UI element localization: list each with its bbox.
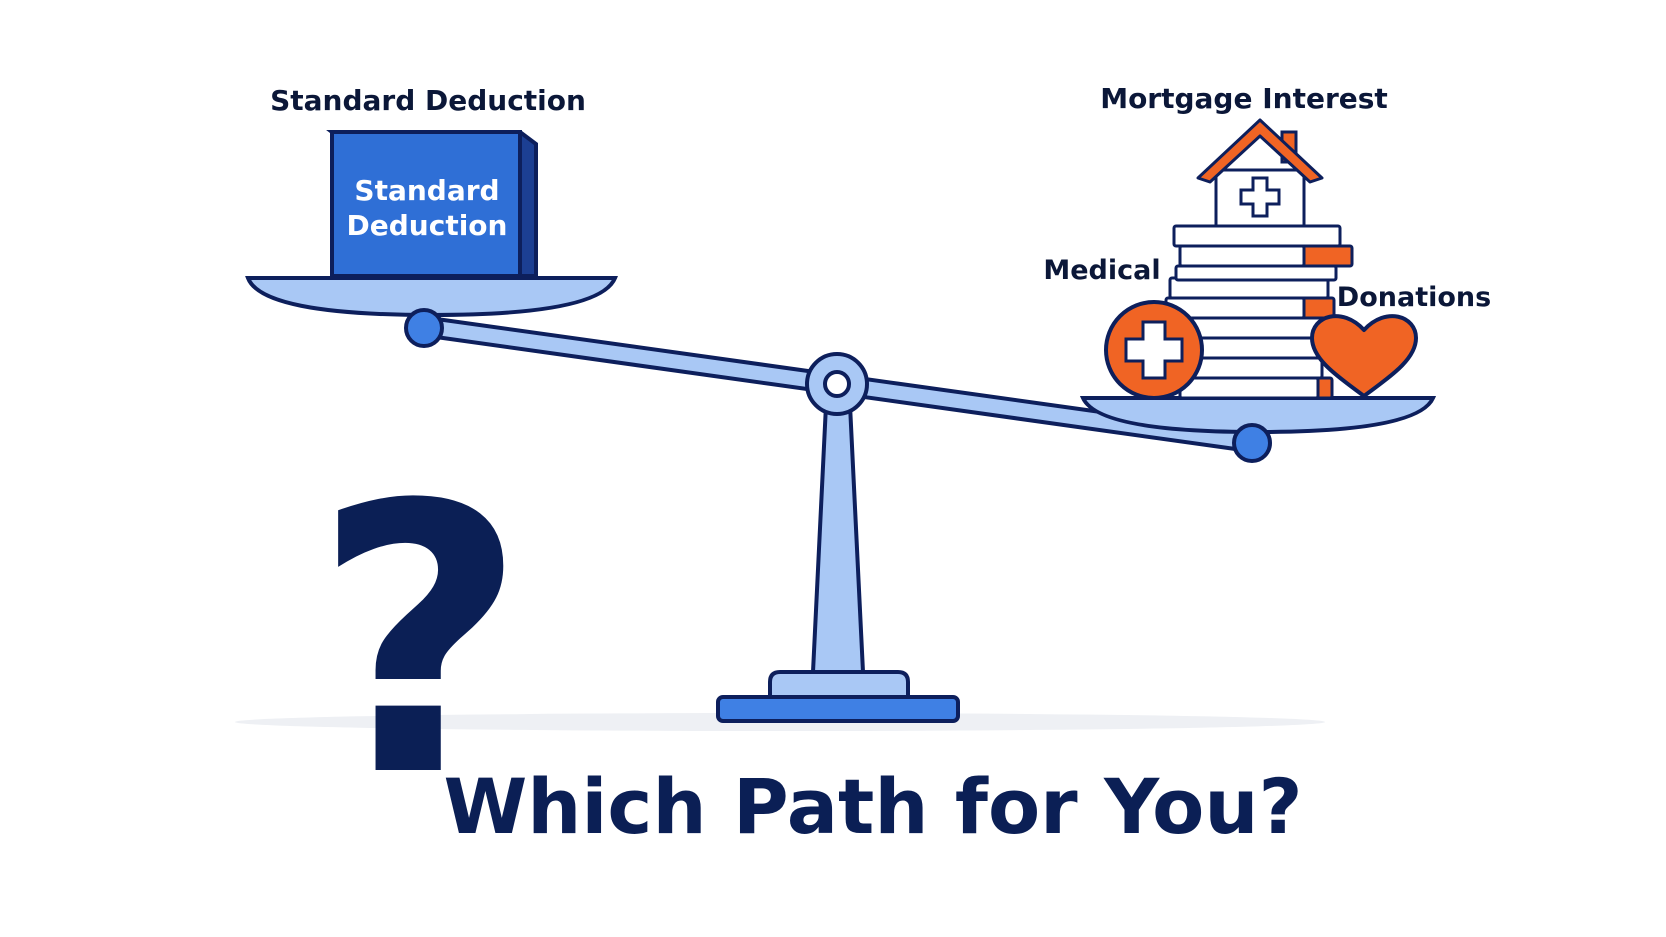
donations-label: Donations — [1337, 282, 1491, 313]
medical-cross-icon — [1104, 300, 1204, 400]
house-icon — [1196, 118, 1324, 228]
heart-icon — [1310, 314, 1418, 398]
standard-deduction-label: Standard Deduction — [270, 84, 586, 117]
medical-label: Medical — [1043, 255, 1160, 286]
scale-base-top — [768, 670, 910, 699]
box-text-line1: Standard — [354, 174, 499, 207]
left-pan — [245, 276, 618, 318]
right-joint — [1232, 423, 1272, 463]
question-mark-icon: ? — [313, 428, 528, 858]
box-text-line2: Deduction — [347, 209, 508, 242]
mortgage-interest-label: Mortgage Interest — [1100, 82, 1388, 115]
left-joint — [404, 308, 444, 348]
headline: Which Path for You? — [443, 762, 1302, 851]
scale-column — [810, 403, 866, 674]
house-cross — [1239, 176, 1281, 218]
standard-deduction-box: Standard Deduction — [326, 130, 538, 278]
scale-base — [716, 695, 960, 723]
book-stack — [1164, 224, 1354, 400]
balance-scale-icon — [245, 276, 1437, 723]
